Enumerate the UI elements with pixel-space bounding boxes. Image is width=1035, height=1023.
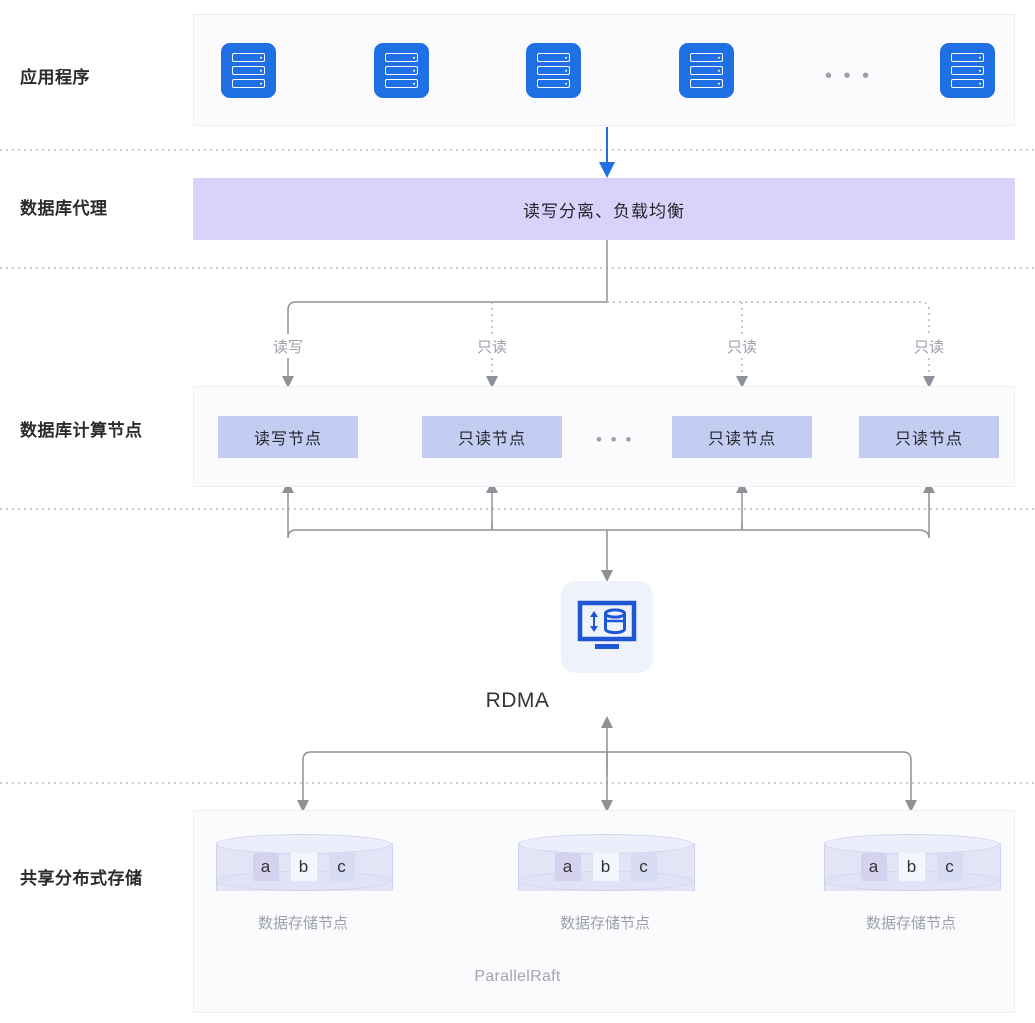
cylinder-top xyxy=(824,834,999,854)
server-icon[interactable] xyxy=(940,43,995,98)
bus-left-solid xyxy=(287,301,607,334)
compute-node-label: 只读节点 xyxy=(457,431,526,448)
server-bar xyxy=(951,79,984,88)
branch-label-readonly: 只读 xyxy=(913,339,945,356)
branch-label-readonly: 只读 xyxy=(476,339,508,356)
server-bar xyxy=(385,79,418,88)
compute-ellipsis: • • • xyxy=(596,430,634,449)
shard-b: b xyxy=(290,853,317,881)
shard-b: b xyxy=(592,853,619,881)
layer-label-proxy: 数据库代理 xyxy=(20,199,108,218)
layer-label-storage: 共享分布式存储 xyxy=(20,869,143,888)
server-bar xyxy=(385,53,418,62)
rdma-transfer-icon[interactable] xyxy=(561,581,653,673)
shard-c: c xyxy=(328,853,355,881)
layer-label-compute: 数据库计算节点 xyxy=(20,421,143,440)
bus-right-dotted xyxy=(607,301,930,334)
application-ellipsis: • • • xyxy=(825,65,873,87)
server-bar xyxy=(690,53,723,62)
branch-label-readwrite: 读写 xyxy=(272,339,304,356)
proxy-bar-label: 读写分离、负载均衡 xyxy=(523,201,685,221)
branch-label-readonly: 只读 xyxy=(726,339,758,356)
compute-node-readonly[interactable]: 只读节点 xyxy=(859,416,999,458)
server-icon[interactable] xyxy=(374,43,429,98)
storage-cylinder[interactable]: a b c xyxy=(518,834,695,900)
parallelraft-label: ParallelRaft xyxy=(474,968,561,985)
compute-node-label: 只读节点 xyxy=(707,431,776,448)
storage-node-label: 数据存储节点 xyxy=(559,915,651,932)
server-bar xyxy=(951,66,984,75)
storage-node-label: 数据存储节点 xyxy=(257,915,349,932)
server-bar xyxy=(537,79,570,88)
rdma-label: RDMA xyxy=(485,689,550,712)
storage-bus-line xyxy=(302,751,912,761)
proxy-bar[interactable]: 读写分离、负载均衡 xyxy=(193,178,1015,240)
storage-node-label: 数据存储节点 xyxy=(865,915,957,932)
compute-node-label: 读写节点 xyxy=(253,431,322,448)
application-panel xyxy=(193,14,1015,126)
cylinder-top xyxy=(216,834,391,854)
compute-node-label: 只读节点 xyxy=(894,431,963,448)
storage-cylinder[interactable]: a b c xyxy=(216,834,393,900)
cylinder-top xyxy=(518,834,693,854)
server-bar xyxy=(690,79,723,88)
shard-a: a xyxy=(252,853,279,881)
server-icon[interactable] xyxy=(526,43,581,98)
shard-row: a b c xyxy=(216,852,391,882)
server-bar xyxy=(537,66,570,75)
compute-node-readonly[interactable]: 只读节点 xyxy=(672,416,812,458)
compute-node-readonly[interactable]: 只读节点 xyxy=(422,416,562,458)
server-bar xyxy=(232,53,265,62)
layer-label-application: 应用程序 xyxy=(20,68,90,87)
storage-cylinder[interactable]: a b c xyxy=(824,834,1001,900)
server-bar xyxy=(385,66,418,75)
server-bar xyxy=(951,53,984,62)
shard-c: c xyxy=(936,853,963,881)
shard-row: a b c xyxy=(518,852,693,882)
server-icon[interactable] xyxy=(221,43,276,98)
server-bar xyxy=(690,66,723,75)
server-bar xyxy=(537,53,570,62)
shard-row: a b c xyxy=(824,852,999,882)
server-bar xyxy=(232,79,265,88)
shard-a: a xyxy=(554,853,581,881)
server-icon[interactable] xyxy=(679,43,734,98)
server-bar xyxy=(232,66,265,75)
shard-c: c xyxy=(630,853,657,881)
compute-node-readwrite[interactable]: 读写节点 xyxy=(218,416,358,458)
rdma-glyph xyxy=(577,600,637,649)
compute-to-bus-line xyxy=(287,529,930,539)
shard-a: a xyxy=(860,853,887,881)
shard-b: b xyxy=(898,853,925,881)
